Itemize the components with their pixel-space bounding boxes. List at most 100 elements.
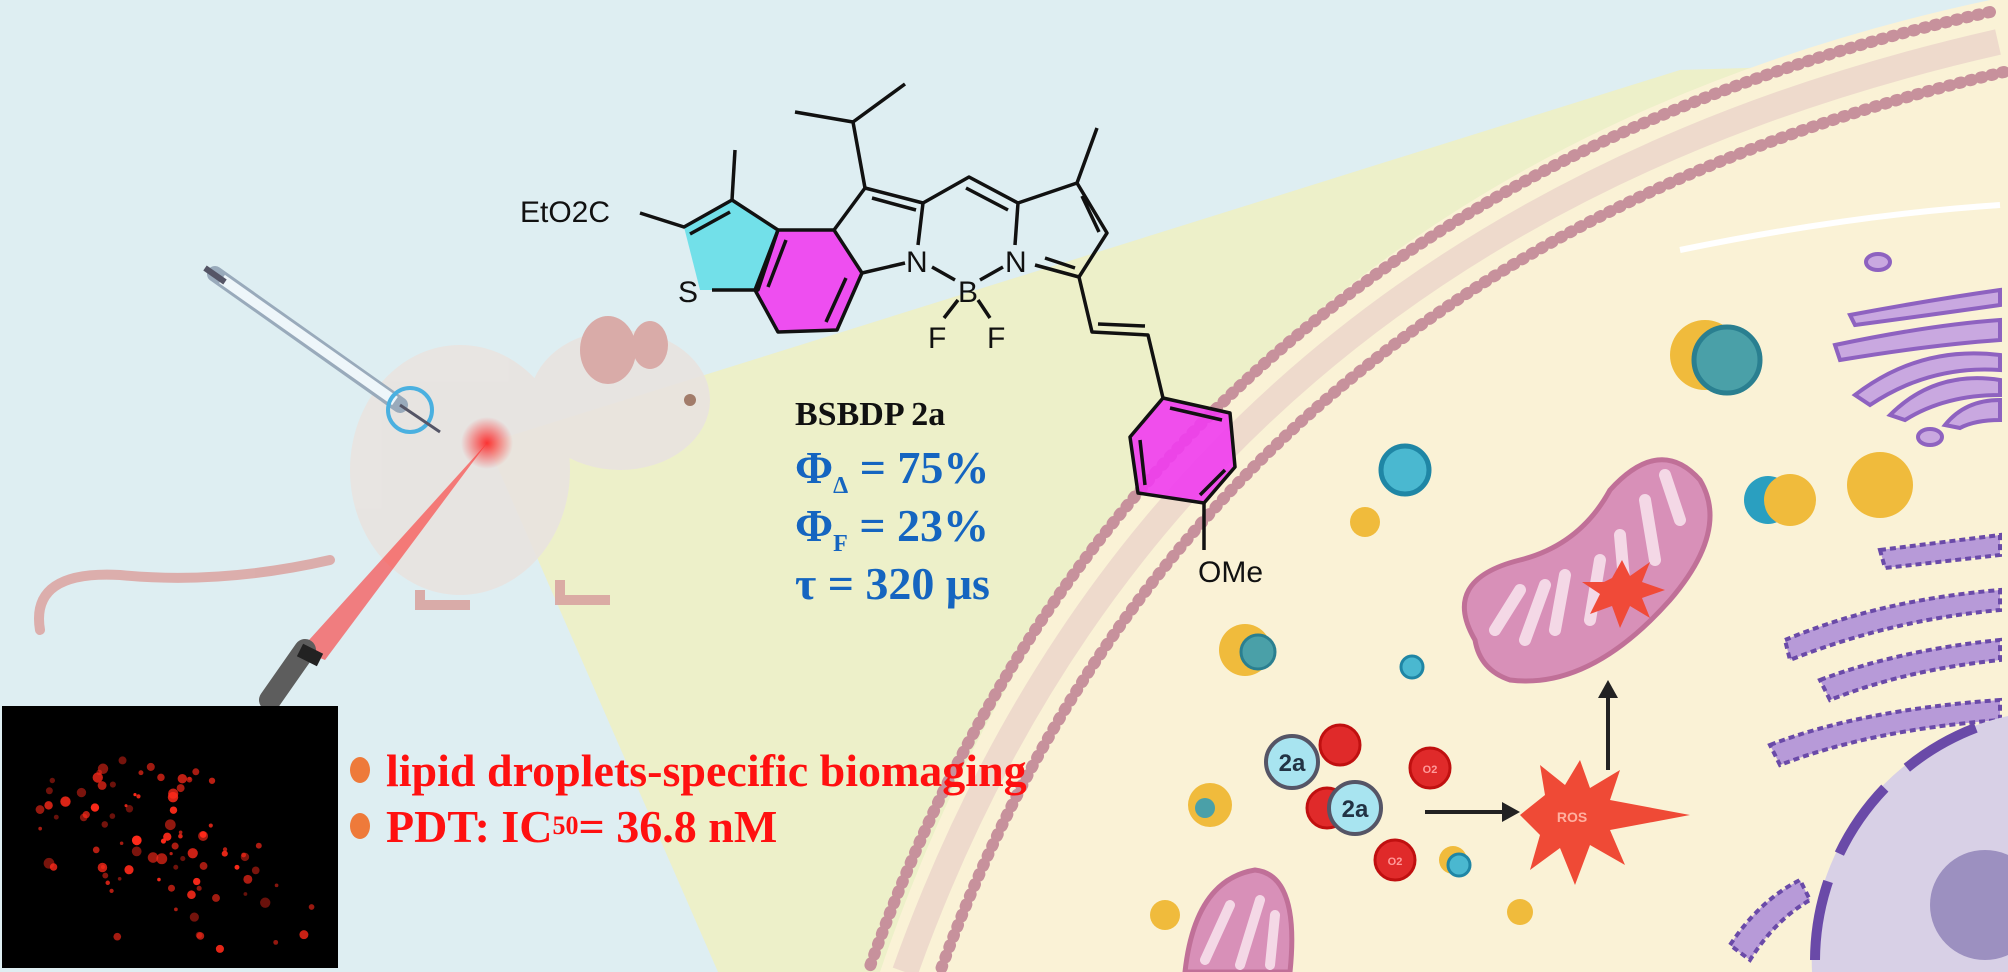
sulfur-label: S (678, 276, 698, 309)
fluorescence-spot (109, 813, 116, 819)
fluorescence-spot (119, 841, 124, 846)
oxygen-molecule (1408, 746, 1452, 790)
ros-burst: ROS (1520, 760, 1690, 885)
ros-label: ROS (1557, 809, 1587, 825)
fluorescence-spot (82, 811, 90, 819)
fluorescence-spot (173, 864, 179, 870)
probe-label: 2a (1342, 796, 1369, 823)
subscript: Δ (833, 473, 849, 499)
fluorescence-spot (131, 835, 142, 846)
fluorescence-spot (255, 842, 262, 849)
singlet-oxygen-cluster: O2 O2 2a 2a (1264, 723, 1452, 882)
fluorescence-spot (196, 885, 202, 891)
fluorescence-spot (125, 805, 134, 813)
fluorescence-spot (124, 804, 128, 808)
fluorescence-spot (195, 931, 203, 939)
fluorescence-spot (174, 907, 178, 912)
ros-burst-icon (1582, 560, 1665, 628)
subscript: F (833, 531, 848, 557)
highlight-text: lipid droplets-specific biomaging (386, 744, 1027, 796)
fluorescence-spot (260, 897, 271, 908)
symbol: τ (795, 558, 817, 609)
bullet-icon (350, 813, 370, 839)
endoplasmic-reticulum (1727, 532, 2002, 963)
fluorescence-spot (208, 823, 213, 828)
fluorescence-spot (157, 773, 165, 782)
fluorescence-spot (101, 821, 109, 828)
oxygen-label: O2 (1388, 856, 1403, 868)
fluorescence-spot (193, 877, 201, 886)
fluorescence-spot (44, 801, 53, 810)
fluorescence-spot (198, 831, 209, 841)
highlight-imaging: lipid droplets-specific biomaging (350, 742, 1027, 798)
fluorine-label: F (928, 322, 946, 355)
fluorescence-spot (169, 806, 178, 814)
fluorescence-spot (176, 784, 185, 793)
fluorescence-spot (222, 847, 228, 852)
arrow-to-mitochondrion (1598, 680, 1618, 770)
fluorescence-spot (171, 842, 179, 850)
fluorescence-spot (234, 864, 240, 870)
fluorescence-spot (156, 853, 168, 865)
syringe-icon (203, 265, 441, 434)
fluorescence-spot (76, 787, 87, 798)
fluorescence-spot (146, 762, 155, 771)
fluorescence-spot (38, 826, 43, 831)
fluorescence-spot (215, 944, 224, 953)
fluorescence-spot (92, 846, 100, 854)
oxygen-molecule (1373, 838, 1417, 882)
mouse-ear (632, 321, 668, 369)
bsbdp-structure: EtO2C S N N B F F OMe (520, 82, 1263, 589)
fluorescence-spot (105, 880, 110, 886)
fluorescence-spot (189, 912, 199, 922)
fluorescence-spot (113, 932, 122, 941)
symbol: Φ (795, 500, 834, 551)
laser-beam (300, 443, 487, 660)
fluorescence-yield: ΦF = 23% (795, 497, 990, 557)
mitochondrion-main (1461, 457, 1713, 684)
methoxy-label: OMe (1198, 556, 1263, 589)
fluorescence-spot (133, 793, 137, 797)
fluorescence-spot (147, 852, 159, 863)
membrane-outer (862, 6, 1996, 972)
fluorescence-spot (49, 863, 58, 871)
nitrogen-label: N (906, 246, 928, 279)
oxygen-label: O2 (1423, 764, 1438, 776)
arrow-to-ros (1425, 802, 1520, 822)
value: = 75% (848, 442, 990, 493)
bullet-icon (350, 757, 370, 783)
golgi-apparatus (1832, 252, 2002, 447)
fluorescence-spot (45, 787, 53, 795)
oxygen-molecule (1318, 723, 1362, 767)
fluorescence-spot (102, 872, 109, 879)
fluorescence-spot (192, 768, 200, 776)
membrane-highlight (1679, 202, 2001, 253)
fluorescence-spot (136, 794, 141, 799)
fluorine-label: F (987, 322, 1005, 355)
fluorescence-spot (177, 774, 188, 784)
fluorescence-spot (109, 781, 116, 788)
photophysical-properties: BSBDP 2a ΦΔ = 75% ΦF = 23% τ = 320 μs (795, 395, 990, 613)
fluorescence-spot (131, 846, 142, 857)
anisyl-highlight (1130, 398, 1235, 503)
fluorescence-spot (109, 888, 114, 894)
symbol: Φ (795, 442, 834, 493)
fluorescence-spot (221, 850, 228, 857)
membrane-inner (934, 66, 2008, 972)
value: = 320 μs (816, 558, 990, 609)
fluorescence-spot (97, 763, 109, 774)
fluorescence-spot (208, 777, 216, 784)
fluorescence-spot (187, 890, 196, 900)
fluorescence-spot (90, 803, 100, 812)
highlight-text: PDT: IC (386, 800, 553, 852)
fluorescence-spot (251, 866, 260, 875)
fluorescence-spot (273, 939, 279, 945)
fluorescence-spot (308, 904, 315, 910)
probe-label: 2a (1279, 750, 1306, 777)
fluorescence-spot (168, 788, 179, 799)
fluorescence-spot (196, 932, 205, 940)
ester-label: EtO2C (520, 196, 610, 229)
fluorescence-spot (178, 833, 183, 839)
